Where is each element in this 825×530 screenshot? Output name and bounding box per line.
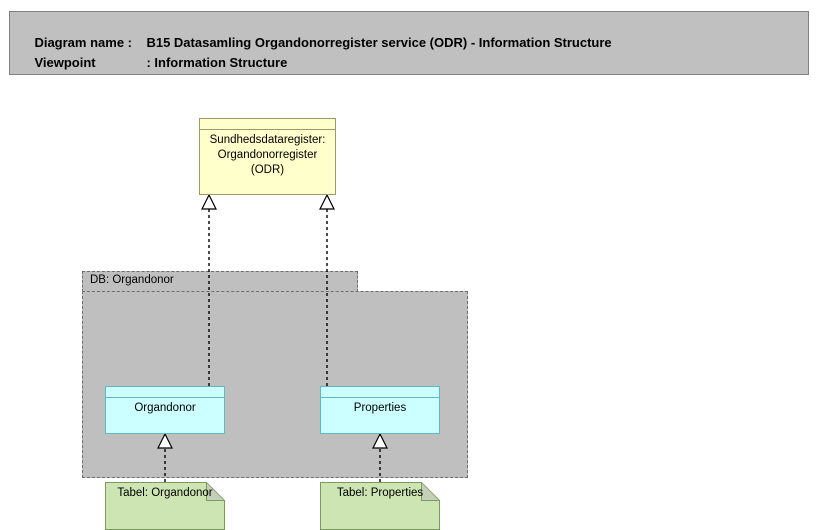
node-label: Sundhedsdataregister: Organdonorregister… [200,133,335,178]
connector-tabel-organdonor-realizes [157,432,173,482]
diagram-canvas: DB: Organdonor [0,75,825,530]
group-label: DB: Organdonor [90,274,174,286]
node-label: Tabel: Properties [336,487,424,499]
node-tabel-organdonor[interactable]: Tabel: Organdonor [105,482,225,530]
connector-tabel-properties-realizes [372,432,388,482]
node-label: Properties [353,402,407,414]
viewpoint-separator: : [146,55,155,70]
node-organdonor[interactable]: Organdonor [105,386,225,434]
diagram-name-line: Diagram name : B15 Datasamling Organdonor… [20,20,612,65]
node-label: Tabel: Organdonor [117,487,213,499]
viewpoint-value: Information Structure [154,55,288,70]
node-label-line-3: (ODR) [250,164,285,176]
node-label-line-1: Sundhedsdataregister: [209,134,326,146]
connector-layer [0,75,825,489]
diagram-name-value: B15 Datasamling Organdonorregister servi… [146,35,612,50]
connector-properties-realizes-odr [319,193,335,386]
connector-organdonor-realizes-odr [201,193,217,386]
node-header-band [106,387,224,398]
group-tab [82,271,358,292]
node-tabel-properties[interactable]: Tabel: Properties [320,482,440,530]
diagram-header-banner: Diagram name : B15 Datasamling Organdonor… [9,11,809,75]
node-header-band [321,387,439,398]
node-label: Organdonor [134,402,196,414]
node-sundhedsdataregister-odr[interactable]: Sundhedsdataregister: Organdonorregister… [199,118,336,195]
node-header-band [200,119,335,130]
node-properties[interactable]: Properties [320,386,440,434]
node-label-line-2: Organdonorregister [217,149,318,161]
group-body [82,291,468,478]
group-db-organdonor[interactable]: DB: Organdonor [82,271,468,478]
diagram-name-label: Diagram name : [34,35,132,50]
viewpoint-label: Viewpoint [34,55,96,70]
viewpoint-line: Viewpoint: Information Structure [20,40,287,85]
